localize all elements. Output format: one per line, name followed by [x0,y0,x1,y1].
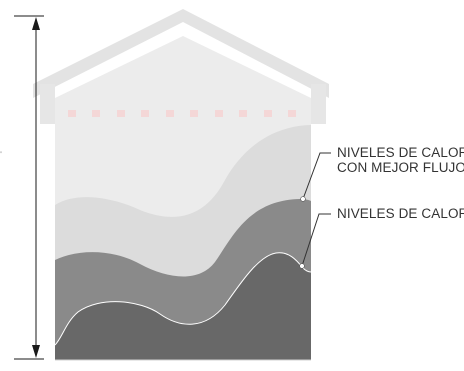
leader-line-2 [299,213,331,269]
side-mark: ″ [0,152,3,158]
label-better-flow-line-2: CON MEJOR FLUJO [337,160,464,175]
label-heat-levels: NIVELES DE CALOR [337,206,464,221]
label-better-flow: NIVELES DE CALOR CON MEJOR FLUJO [337,145,464,175]
wall-left [40,84,55,124]
leader-line-1 [300,152,331,202]
soffit-vents [68,110,296,117]
label-better-flow-line-1: NIVELES DE CALOR [337,145,464,160]
height-dimension [14,15,44,360]
heat-layer-dark [55,252,311,360]
label-heat-levels-text: NIVELES DE CALOR [337,206,464,221]
wall-right [311,84,326,124]
